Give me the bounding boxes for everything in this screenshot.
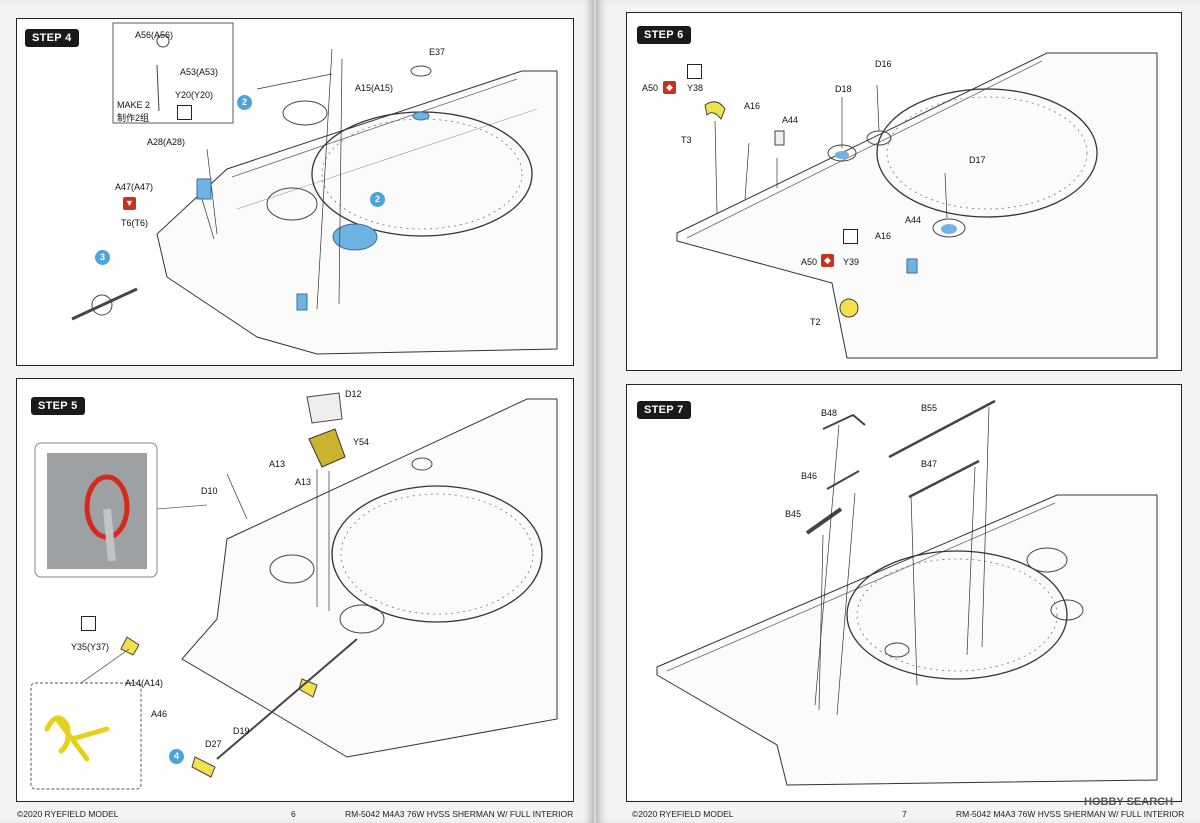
label-t6: T6(T6) (121, 218, 148, 228)
label-a47: A47(A47) (115, 182, 154, 192)
label-a28: A28(A28) (147, 137, 186, 147)
label-b55: B55 (921, 403, 938, 413)
label-d17: D17 (969, 155, 986, 165)
step4-title: STEP 4 (25, 29, 79, 47)
label-a50b: A50 (801, 257, 818, 267)
step5-title: STEP 5 (31, 397, 85, 415)
step6-drawing (676, 52, 1158, 359)
cement-icon-a50b: ◆ (821, 254, 834, 267)
right-page: STEP 6 A50 ◆ Y38 (596, 0, 1200, 823)
label-y20: Y20(Y20) (175, 90, 214, 100)
label-make2-cn: 制作2组 (117, 113, 150, 123)
label-a46: A46 (151, 709, 168, 719)
label-d19: D19 (233, 726, 250, 736)
label-d10: D10 (201, 486, 218, 496)
glue-icon-step5 (81, 616, 96, 631)
label-a14: A14(A14) (125, 678, 164, 688)
left-page: STEP 4 (0, 0, 594, 823)
label-t3: T3 (681, 135, 692, 145)
label-a44a: A44 (782, 115, 799, 125)
step-ref-circle-3: 3 (95, 250, 110, 265)
label-y35: Y35(Y37) (71, 642, 110, 652)
label-y54: Y54 (353, 437, 370, 447)
label-t2: T2 (810, 317, 821, 327)
label-y38: Y38 (687, 83, 704, 93)
label-d16: D16 (875, 59, 892, 69)
label-a15: A15(A15) (355, 83, 394, 93)
label-a13b: A13 (295, 477, 312, 487)
step4-panel: STEP 4 (16, 18, 574, 366)
label-a16b: A16 (875, 231, 892, 241)
step7-title: STEP 7 (637, 401, 691, 419)
left-footer-page-number: 6 (291, 809, 296, 819)
watermark: HOBBY SEARCH (1084, 796, 1174, 808)
label-a16a: A16 (744, 101, 761, 111)
cement-icon: ▼ (123, 197, 136, 210)
label-b45: B45 (785, 509, 802, 519)
label-y39: Y39 (843, 257, 860, 267)
step7-panel: STEP 7 B48 B55 B46 B47 (626, 384, 1182, 802)
step-ref-circle-2a: 2 (237, 95, 252, 110)
label-a56: A56(A56) (135, 30, 174, 40)
label-d18: D18 (835, 84, 852, 94)
step5-panel: STEP 5 (16, 378, 574, 802)
step6-title: STEP 6 (637, 26, 691, 44)
right-footer-page-number: 7 (902, 809, 907, 819)
glue-icon (177, 105, 192, 120)
label-a50a: A50 (642, 83, 659, 93)
label-d27: D27 (205, 739, 222, 749)
step7-drawing (656, 399, 1158, 786)
glue-icon-y39 (843, 229, 858, 244)
label-make2: MAKE 2 (117, 100, 151, 110)
glue-icon-y38 (687, 64, 702, 79)
step-ref-circle-4: 4 (169, 749, 184, 764)
step5-drawing (30, 392, 558, 790)
step6-panel: STEP 6 A50 ◆ Y38 (626, 12, 1182, 371)
label-d12: D12 (345, 389, 362, 399)
label-b46: B46 (801, 471, 818, 481)
cement-icon-a50a: ◆ (663, 81, 676, 94)
left-footer-copyright: ©2020 RYEFIELD MODEL (17, 809, 119, 819)
right-footer-product: RM-5042 M4A3 76W HVSS SHERMAN W/ FULL IN… (956, 809, 1185, 819)
label-a53: A53(A53) (180, 67, 219, 77)
label-b48: B48 (821, 408, 838, 418)
step4-drawing (71, 22, 558, 355)
step-ref-circle-2b: 2 (370, 192, 385, 207)
left-footer-product: RM-5042 M4A3 76W HVSS SHERMAN W/ FULL IN… (345, 809, 574, 819)
label-b47: B47 (921, 459, 938, 469)
label-a13a: A13 (269, 459, 286, 469)
right-footer-copyright: ©2020 RYEFIELD MODEL (632, 809, 734, 819)
label-a44b: A44 (905, 215, 922, 225)
label-e37: E37 (429, 47, 446, 57)
